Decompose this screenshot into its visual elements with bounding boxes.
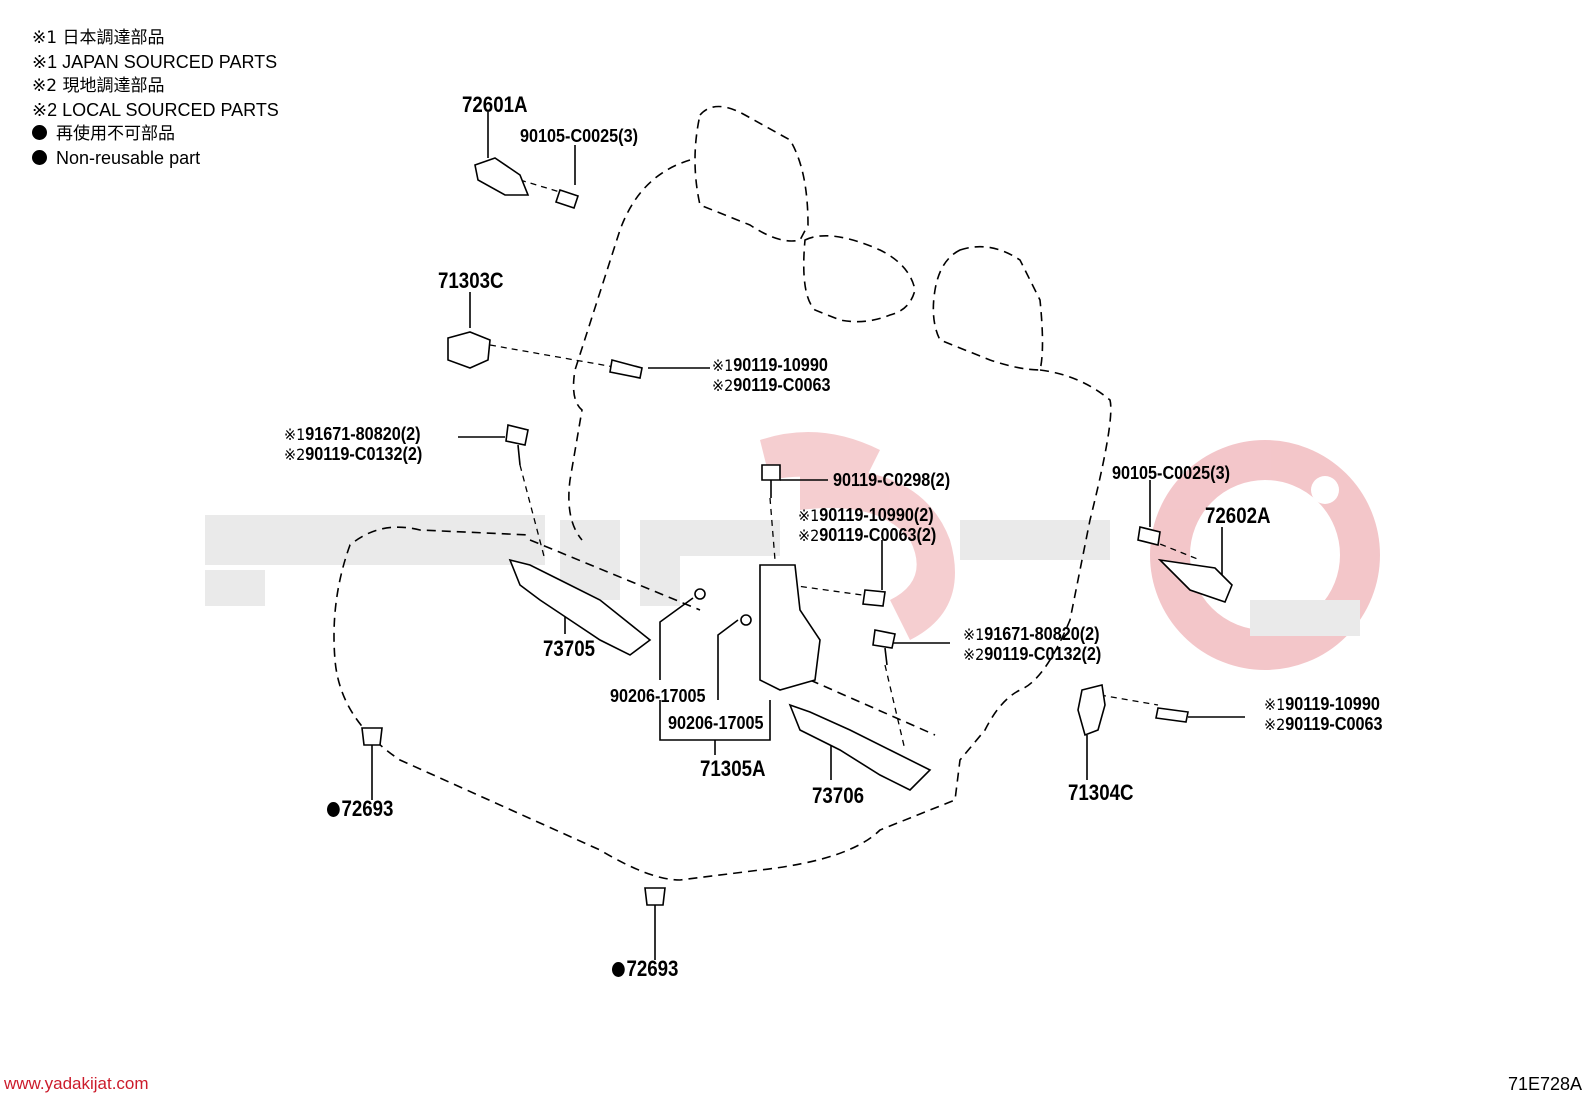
legend: ※1 日本調達部品 ※1 JAPAN SOURCED PARTS ※2 現地調達… bbox=[32, 26, 279, 170]
bolt-91671-left-shape bbox=[505, 424, 529, 446]
part-label-72693-a[interactable]: 72693 bbox=[327, 796, 393, 822]
bracket-71304C-shape bbox=[1077, 684, 1106, 737]
bracket-71305A-shape bbox=[759, 564, 821, 691]
legend-local-sourced-en: ※2 LOCAL SOURCED PARTS bbox=[32, 100, 279, 120]
clip-72693-b-shape bbox=[644, 887, 666, 906]
bolt-71303C-shape bbox=[609, 359, 643, 379]
part-label-90119-10990-a[interactable]: ※190119-10990 bbox=[712, 355, 828, 375]
part-label-72601A[interactable]: 72601A bbox=[462, 92, 528, 117]
non-reusable-dot-icon bbox=[612, 962, 625, 977]
legend-japan-sourced-en: ※1 JAPAN SOURCED PARTS bbox=[32, 52, 278, 72]
non-reusable-dot-icon bbox=[32, 150, 47, 165]
cover-73706-shape bbox=[788, 703, 932, 791]
part-label-90119-C0132-right[interactable]: ※290119-C0132(2) bbox=[963, 644, 1102, 664]
bolt-90105-right-shape bbox=[1137, 526, 1161, 546]
bracket-72602A-shape bbox=[1157, 558, 1233, 604]
part-label-90119-C0132-left[interactable]: ※290119-C0132(2) bbox=[284, 444, 423, 464]
legend-local-sourced: ※2 現地調達部品 bbox=[32, 76, 165, 96]
part-label-73706[interactable]: 73706 bbox=[812, 783, 865, 808]
dashed-assembly-lines bbox=[489, 179, 1201, 751]
legend-non-reusable-en: Non-reusable part bbox=[32, 146, 279, 170]
legend-non-reusable: 再使用不可部品 bbox=[32, 122, 279, 146]
non-reusable-dot-icon bbox=[327, 802, 340, 817]
nut-90206-b-shape bbox=[740, 614, 752, 626]
leader-lines bbox=[371, 112, 1245, 960]
part-label-91671-left[interactable]: ※191671-80820(2) bbox=[284, 424, 421, 444]
bolt-90119-10990-center-shape bbox=[862, 589, 886, 607]
part-label-90119-C0298[interactable]: 90119-C0298(2) bbox=[833, 470, 951, 490]
non-reusable-dot-icon bbox=[32, 125, 47, 140]
diagram-code: 71E728A bbox=[1508, 1074, 1583, 1094]
seat-outline bbox=[333, 105, 1112, 881]
nut-90206-a-shape bbox=[694, 588, 706, 600]
bolt-90119-C0298-shape bbox=[761, 464, 781, 481]
part-label-90206-b[interactable]: 90206-17005 bbox=[668, 713, 764, 733]
bolt-71304C-shape bbox=[1155, 707, 1189, 723]
legend-japan-sourced: ※1 日本調達部品 bbox=[32, 28, 165, 48]
part-label-90119-10990-c[interactable]: ※190119-10990 bbox=[1264, 694, 1380, 714]
part-label-90119-C0063-c[interactable]: ※290119-C0063 bbox=[1264, 714, 1383, 734]
part-label-90119-C0063-b[interactable]: ※290119-C0063(2) bbox=[798, 525, 937, 545]
watermark-logo bbox=[205, 432, 1380, 670]
part-label-73705[interactable]: 73705 bbox=[543, 636, 596, 661]
part-label-91671-right[interactable]: ※191671-80820(2) bbox=[963, 624, 1100, 644]
part-label-90105-right[interactable]: 90105-C0025(3) bbox=[1112, 463, 1230, 483]
part-drawings bbox=[361, 157, 1233, 906]
part-label-72602A[interactable]: 72602A bbox=[1205, 503, 1271, 528]
part-label-90105-left[interactable]: 90105-C0025(3) bbox=[520, 126, 638, 146]
bracket-71303C-shape bbox=[447, 331, 491, 369]
part-label-71305A[interactable]: 71305A bbox=[700, 756, 766, 781]
bolt-90105-shape bbox=[554, 188, 580, 210]
part-label-90119-C0063-a[interactable]: ※290119-C0063 bbox=[712, 375, 831, 395]
bolt-91671-right-shape bbox=[872, 629, 896, 649]
part-label-72693-b[interactable]: 72693 bbox=[612, 956, 678, 982]
part-label-90206-a[interactable]: 90206-17005 bbox=[610, 686, 706, 706]
cover-73705-shape bbox=[508, 558, 652, 656]
part-label-71303C[interactable]: 71303C bbox=[438, 268, 504, 293]
bracket-72601A-shape bbox=[474, 157, 530, 196]
part-label-71304C[interactable]: 71304C bbox=[1068, 780, 1134, 805]
footer-url[interactable]: www.yadakijat.com bbox=[4, 1074, 149, 1093]
clip-72693-a-shape bbox=[361, 727, 383, 746]
part-label-90119-10990-b[interactable]: ※190119-10990(2) bbox=[798, 505, 934, 525]
